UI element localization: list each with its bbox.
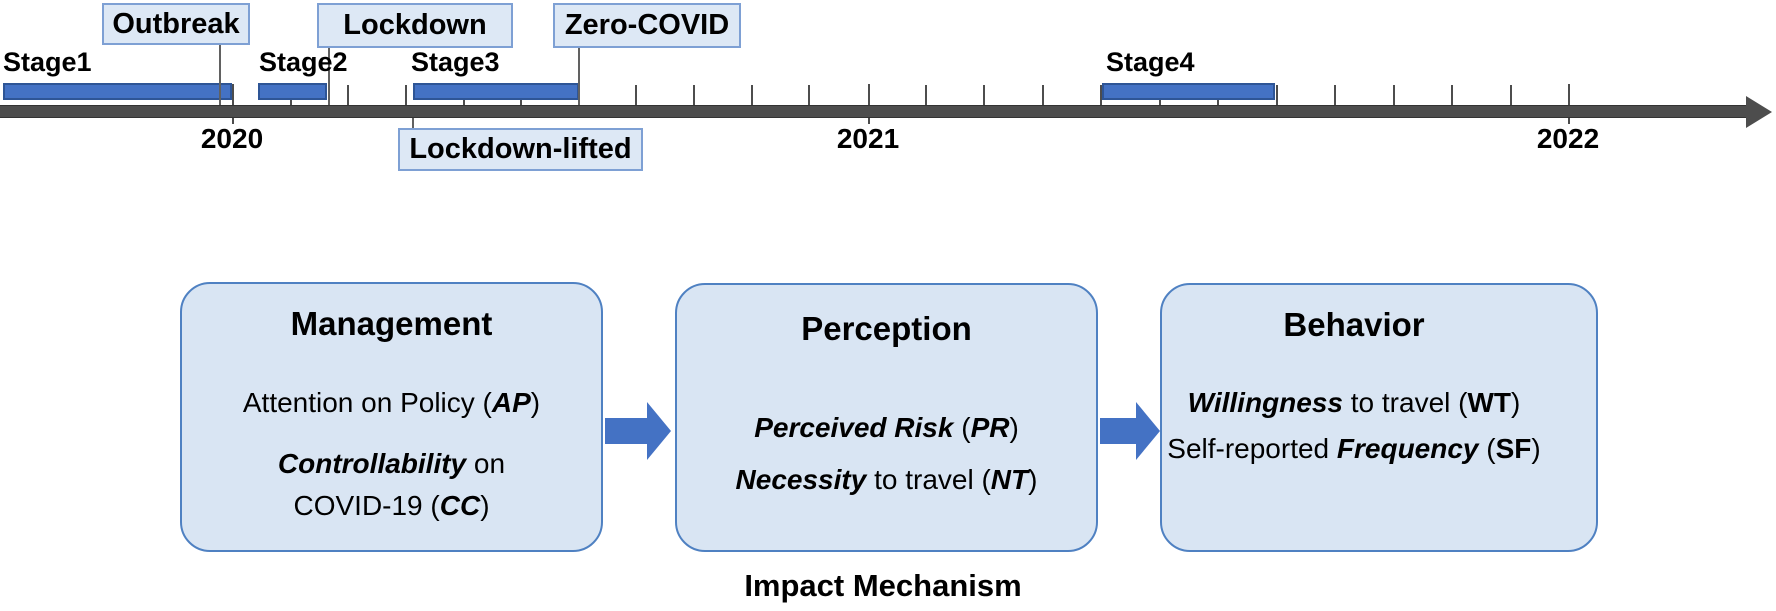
text-segment: COVID-19 ( bbox=[293, 490, 440, 521]
event-line-lockdown bbox=[328, 48, 330, 105]
text-segment: ) bbox=[1531, 433, 1541, 464]
mech-box-title-perception: Perception bbox=[801, 310, 972, 347]
stage-bar-stage4 bbox=[1102, 83, 1275, 100]
event-line-zero-covid bbox=[578, 48, 580, 105]
year-tick-2022 bbox=[1568, 84, 1570, 124]
stage-bar-stage1 bbox=[3, 83, 232, 100]
event-box-lockdown-lifted: Lockdown-lifted bbox=[398, 128, 643, 171]
flow-arrow-head-2 bbox=[1136, 402, 1160, 460]
event-line-lockdown-lifted bbox=[412, 118, 414, 128]
text-segment: to travel ( bbox=[866, 464, 991, 495]
text-segment: ) bbox=[1009, 412, 1019, 443]
event-box-zero-covid: Zero-COVID bbox=[553, 3, 741, 48]
mech-box-line-management-1: Attention on Policy (AP) bbox=[182, 386, 601, 420]
text-segment: ( bbox=[953, 412, 971, 443]
minor-tick bbox=[1042, 85, 1044, 105]
text-segment: Necessity bbox=[735, 464, 867, 495]
minor-tick bbox=[405, 85, 407, 105]
stage-label-stage4: Stage4 bbox=[1106, 47, 1195, 77]
impact-mechanism-caption: Impact Mechanism bbox=[744, 568, 1022, 603]
minor-tick bbox=[347, 85, 349, 105]
text-segment: Willingness bbox=[1187, 387, 1343, 418]
stage-label-stage1: Stage1 bbox=[3, 47, 92, 77]
minor-tick bbox=[1451, 85, 1453, 105]
minor-tick bbox=[1334, 85, 1336, 105]
minor-tick bbox=[1510, 85, 1512, 105]
text-segment: ) bbox=[530, 387, 541, 418]
text-segment: ( bbox=[1478, 433, 1496, 464]
mech-box-line-behavior-1: Willingness to travel (WT) bbox=[1137, 386, 1571, 420]
stage-label-stage3: Stage3 bbox=[411, 47, 500, 77]
text-segment: SF bbox=[1495, 433, 1532, 464]
text-segment: ) bbox=[1511, 387, 1521, 418]
event-box-lockdown: Lockdown bbox=[317, 3, 513, 48]
flow-arrow-stem-2 bbox=[1100, 418, 1136, 444]
minor-tick bbox=[751, 85, 753, 105]
year-tick-2021 bbox=[868, 84, 870, 124]
year-tick-2020 bbox=[232, 84, 234, 124]
flow-arrow-head-1 bbox=[647, 402, 671, 460]
year-label-2022: 2022 bbox=[1536, 123, 1600, 154]
text-segment: WT bbox=[1467, 387, 1511, 418]
timeline-arrowhead bbox=[1746, 95, 1772, 128]
minor-tick bbox=[925, 85, 927, 105]
minor-tick bbox=[1276, 85, 1278, 105]
mech-box-title-management: Management bbox=[290, 305, 493, 342]
text-segment: Attention on Policy ( bbox=[242, 387, 492, 418]
mech-box-line-management-2: Controllability on bbox=[182, 447, 601, 481]
mech-box-title-behavior: Behavior bbox=[1283, 306, 1425, 343]
text-segment: Frequency bbox=[1336, 433, 1479, 464]
text-segment: PR bbox=[970, 412, 1010, 443]
text-segment: CC bbox=[439, 490, 481, 521]
mech-box-line-behavior-2: Self-reported Frequency (SF) bbox=[1137, 432, 1571, 466]
text-segment: on bbox=[466, 448, 506, 479]
text-segment: Controllability bbox=[277, 448, 467, 479]
minor-tick bbox=[1393, 85, 1395, 105]
text-segment: Perceived Risk bbox=[754, 412, 954, 443]
text-segment: NT bbox=[990, 464, 1029, 495]
event-line-outbreak bbox=[219, 45, 221, 105]
mech-box-line-perception-2: Necessity to travel (NT) bbox=[677, 463, 1096, 497]
minor-tick bbox=[635, 85, 637, 105]
timeline-axis bbox=[0, 105, 1746, 118]
text-segment: ) bbox=[480, 490, 490, 521]
text-segment: AP bbox=[491, 387, 531, 418]
stage-label-stage2: Stage2 bbox=[259, 47, 348, 77]
year-label-2020: 2020 bbox=[200, 123, 264, 154]
text-segment: Self-reported bbox=[1167, 433, 1337, 464]
minor-tick bbox=[1100, 85, 1102, 105]
text-segment: ) bbox=[1028, 464, 1038, 495]
mech-box-line-management-3: COVID-19 (CC) bbox=[182, 489, 601, 523]
year-label-2021: 2021 bbox=[836, 123, 900, 154]
stage-bar-stage2 bbox=[258, 83, 327, 100]
flow-arrow-stem-1 bbox=[605, 418, 647, 444]
minor-tick bbox=[983, 85, 985, 105]
minor-tick bbox=[693, 85, 695, 105]
minor-tick bbox=[808, 85, 810, 105]
event-box-outbreak: Outbreak bbox=[102, 3, 250, 45]
text-segment: to travel ( bbox=[1342, 387, 1468, 418]
stage-bar-stage3 bbox=[413, 83, 579, 100]
mech-box-line-perception-1: Perceived Risk (PR) bbox=[677, 411, 1096, 445]
